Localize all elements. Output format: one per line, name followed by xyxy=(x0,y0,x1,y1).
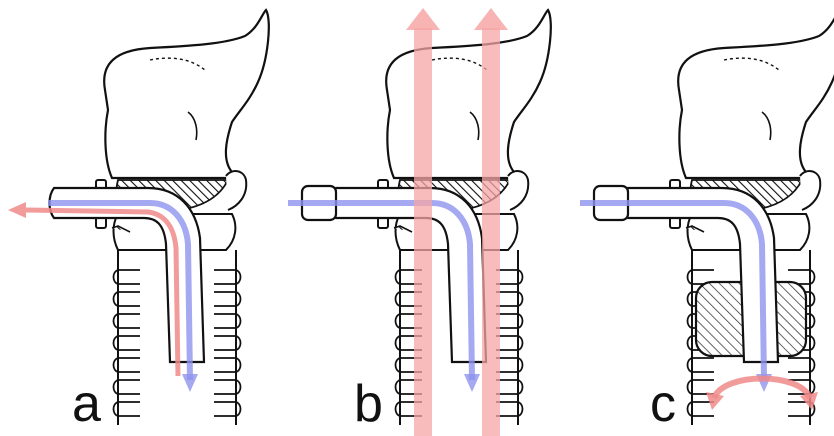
panel-label-a: a xyxy=(72,378,101,430)
red-column-2-b xyxy=(482,28,500,436)
red-column-1-b xyxy=(414,28,432,436)
panel-b xyxy=(288,8,551,436)
arrow-up-red-1-b xyxy=(406,8,440,30)
arrow-down-blue-b xyxy=(464,374,480,392)
panel-a xyxy=(8,10,269,425)
arrow-up-red-2-b xyxy=(474,8,508,30)
trach-tube-a xyxy=(50,180,205,362)
trach-tube-b xyxy=(332,180,487,362)
panel-label-c: c xyxy=(650,378,676,430)
panel-label-b: b xyxy=(354,378,383,430)
arrow-down-blue-a xyxy=(182,374,198,392)
airflow-red-curve-c xyxy=(714,379,810,399)
arrow-left-red-a xyxy=(8,202,26,218)
panel-c xyxy=(580,10,834,425)
arrow-left-red-c xyxy=(706,392,724,410)
